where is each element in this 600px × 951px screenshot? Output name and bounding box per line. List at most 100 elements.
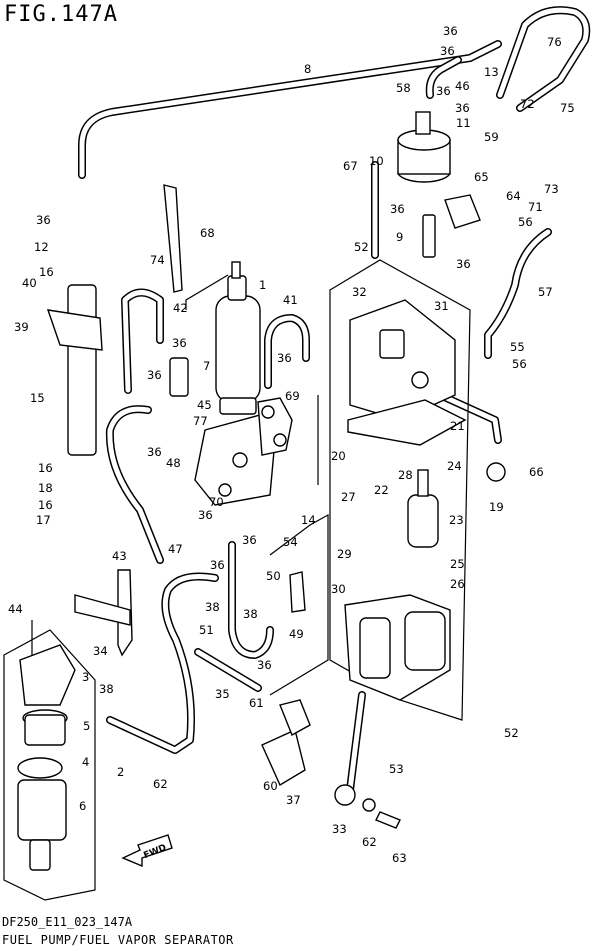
part-number-label: 74 [150, 253, 165, 267]
part-number-label: 36 [440, 44, 455, 58]
fuel-pump [215, 261, 261, 415]
part-number-label: 36 [443, 24, 458, 38]
part-number-label: 56 [512, 357, 527, 371]
part-number-label: 69 [285, 389, 300, 403]
part-number-label: 52 [504, 726, 519, 740]
part-number-label: 16 [38, 461, 53, 475]
part-number-label: 40 [22, 276, 37, 290]
part-number-label: 20 [331, 449, 346, 463]
hose-8 [78, 40, 502, 179]
part-number-label: 38 [205, 600, 220, 614]
part-number-label: 35 [215, 687, 230, 701]
filter-group-outline [3, 629, 96, 901]
bracket-49 [289, 571, 306, 613]
part-number-label: 73 [544, 182, 559, 196]
part-number-label: 41 [283, 293, 298, 307]
part-number-label: 36 [455, 101, 470, 115]
hose-53 [346, 691, 366, 794]
part-number-label: 13 [484, 65, 499, 79]
part-number-label: 7 [203, 359, 210, 373]
part-number-label: 36 [242, 533, 257, 547]
hose-19 [436, 391, 502, 444]
hose-41 [264, 314, 310, 389]
bracket-34 [74, 594, 131, 626]
part-number-label: 6 [79, 799, 86, 813]
part-number-label: 52 [354, 240, 369, 254]
pump-bracket-line [185, 274, 229, 310]
part-number-label: 77 [193, 414, 208, 428]
part-number-label: 45 [197, 398, 212, 412]
hose-76 [496, 6, 591, 112]
hose-42 [121, 288, 164, 394]
bracket-64 [444, 194, 481, 229]
part-number-label: 34 [93, 644, 108, 658]
part-number-label: 38 [243, 607, 258, 621]
part-number-label: 2 [117, 765, 124, 779]
part-number-label: 28 [398, 468, 413, 482]
part-number-label: 56 [518, 215, 533, 229]
part-number-label: 58 [396, 81, 411, 95]
part-number-label: 71 [528, 200, 543, 214]
separator-pump-23 [407, 469, 439, 548]
washer-62 [362, 798, 376, 812]
fwd-arrow: FWD [121, 834, 173, 868]
part-number-label: 24 [447, 459, 462, 473]
part-number-label: 75 [560, 101, 575, 115]
part-number-label: 3 [82, 670, 89, 684]
part-number-label: 65 [474, 170, 489, 184]
part-number-label: 8 [304, 62, 311, 76]
part-number-label: 55 [510, 340, 525, 354]
drawing-code: DF250_E11_023_147A [2, 915, 133, 929]
hose-51 [228, 541, 274, 659]
part-number-label: 36 [390, 202, 405, 216]
figure-title: FIG.147A [4, 2, 118, 27]
part-number-label: 37 [286, 793, 301, 807]
part-number-label: 31 [434, 299, 449, 313]
part-number-label: 62 [153, 777, 168, 791]
grommet-66 [486, 462, 506, 482]
vapor-separator-top [347, 299, 467, 446]
part-number-label: 12 [34, 240, 49, 254]
part-number-label: 4 [82, 755, 89, 769]
part-number-label: 36 [36, 213, 51, 227]
part-number-label: 5 [83, 719, 90, 733]
hose-47 [105, 405, 164, 564]
part-number-label: 30 [331, 582, 346, 596]
part-number-label: 32 [352, 285, 367, 299]
part-number-label: 14 [301, 513, 316, 527]
part-number-label: 43 [112, 549, 127, 563]
bolt-63 [375, 811, 401, 829]
part-number-label: 38 [99, 682, 114, 696]
part-number-label: 18 [38, 481, 53, 495]
part-number-label: 16 [39, 265, 54, 279]
separator-outline [329, 259, 471, 721]
part-number-label: 39 [14, 320, 29, 334]
part-number-label: 25 [450, 557, 465, 571]
spacer-9 [422, 214, 436, 258]
hose-37 [106, 572, 219, 754]
part-number-label: 70 [209, 495, 224, 509]
part-number-label: 27 [341, 490, 356, 504]
part-number-label: 19 [489, 500, 504, 514]
bracket-60 [261, 729, 306, 787]
part-number-label: 23 [449, 513, 464, 527]
part-number-label: 44 [8, 602, 23, 616]
bracket-15 [46, 284, 103, 456]
part-number-label: 9 [396, 230, 403, 244]
part-number-label: 15 [30, 391, 45, 405]
plug-7 [169, 357, 189, 397]
part-number-label: 36 [277, 351, 292, 365]
damper-69 [257, 397, 293, 456]
part-number-label: 49 [289, 627, 304, 641]
part-number-label: 61 [249, 696, 264, 710]
part-number-label: 36 [198, 508, 213, 522]
part-number-label: 36 [210, 558, 225, 572]
part-number-label: 59 [484, 130, 499, 144]
part-number-label: 47 [168, 542, 183, 556]
part-number-label: 21 [450, 419, 465, 433]
part-number-label: 48 [166, 456, 181, 470]
hose-46 [425, 56, 462, 99]
